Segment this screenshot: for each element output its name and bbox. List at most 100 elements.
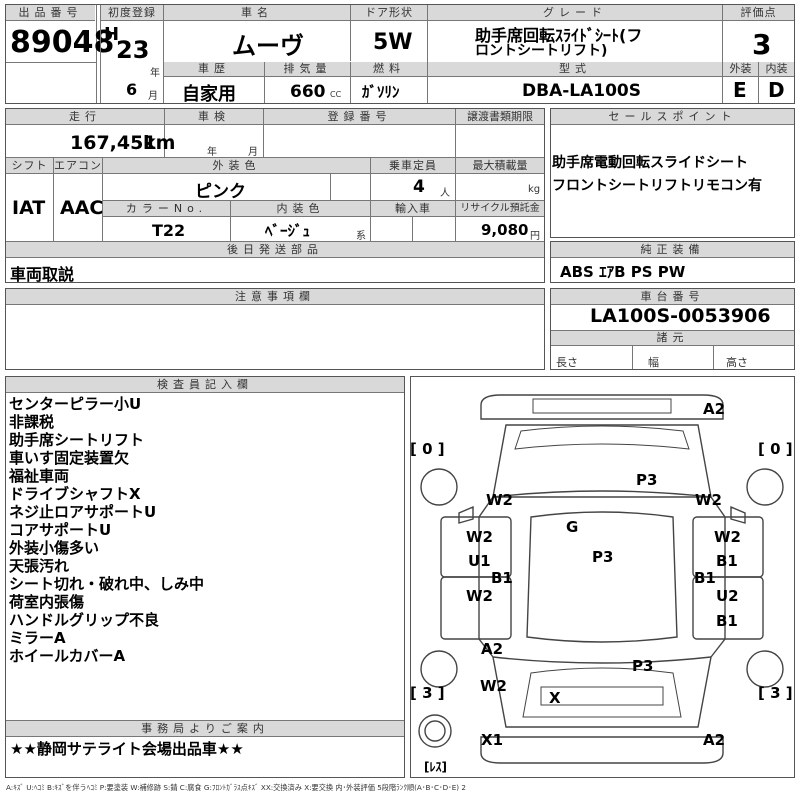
month-unit: 月	[148, 91, 158, 102]
mark-u2-r: U2	[716, 587, 739, 605]
inspector-note: ネジ止ロアサポートU	[9, 503, 157, 521]
interior-label: 内装	[759, 62, 794, 77]
mark-b1-rd: B1	[716, 552, 738, 570]
mark-spare: [ﾚｽ]	[424, 760, 447, 774]
mileage-label: 走行	[6, 109, 164, 125]
ac-label: エアコン	[54, 158, 102, 174]
mark-w2-lr: W2	[466, 587, 493, 605]
score: 3	[752, 28, 772, 61]
mark-w2-rr: W2	[480, 677, 507, 695]
length-label: 長さ	[556, 356, 578, 369]
later-parts-label: 後日発送部品	[6, 242, 544, 258]
mark-p3-roof: P3	[592, 548, 614, 566]
inspection-year-unit: 年	[207, 147, 217, 158]
transfer-label: 譲渡書類期限	[456, 109, 544, 125]
mileage-unit: km	[143, 132, 176, 154]
equipment: ABS ｴｱB PS PW	[560, 263, 686, 281]
height-label: 高さ	[726, 356, 748, 369]
ac: AAC	[60, 197, 104, 219]
model-name-label: 車名	[164, 5, 350, 21]
mark-bracket-br: [ 3 ]	[758, 684, 793, 702]
inspector-note: 荷室内張傷	[9, 593, 85, 611]
mark-a2-top: A2	[703, 400, 726, 418]
mark-x-bumper: X	[549, 689, 561, 707]
inspector-note: センターピラー小U	[9, 395, 142, 413]
dims-label: 諸元	[551, 331, 794, 346]
mark-b1-l: B1	[491, 569, 513, 587]
load-label: 最大積載量	[456, 158, 544, 174]
displacement: 660	[290, 82, 326, 102]
score-label: 評価点	[723, 5, 794, 21]
type-label: 型式	[428, 62, 722, 77]
grade-line2: ロントシートリフト)	[475, 43, 608, 59]
reg-no-label: 登録番号	[264, 109, 455, 125]
era: H	[104, 24, 120, 45]
interior-color-unit: 系	[356, 231, 366, 242]
interior-color-label: 内装色	[231, 201, 370, 217]
inspector-label: 検査員記入欄	[6, 377, 404, 393]
month: 6	[126, 80, 138, 99]
displacement-label: 排気量	[265, 62, 350, 77]
sales-point-line2: フロントシートリフトリモコン有	[552, 178, 762, 194]
mark-bracket-tl: [ 0 ]	[410, 440, 445, 458]
exterior-label: 外装	[723, 62, 758, 77]
color-no-label: カラーNo.	[103, 201, 230, 217]
capacity-unit: 人	[440, 188, 450, 199]
mark-w2-ld: W2	[466, 528, 493, 546]
inspector-note: 福祉車両	[9, 467, 70, 485]
mark-b1-rr: B1	[716, 612, 738, 630]
sales-point-line1: 助手席電動回転スライドシート	[552, 155, 748, 171]
grade-line1: 助手席回転ｽﾗｲﾄﾞｼｰﾄ(フ	[475, 26, 643, 45]
inspection-month-unit: 月	[248, 147, 258, 158]
inspector-note: シート切れ・破れ中、しみ中	[9, 575, 205, 593]
mark-p3-rear: P3	[632, 657, 654, 675]
inspector-note: ミラーA	[9, 629, 66, 647]
exterior-grade: E	[733, 78, 747, 102]
inspector-note: ホイールカバーA	[9, 647, 126, 665]
mark-u1-l: U1	[468, 552, 491, 570]
shift: IAT	[12, 197, 46, 219]
door: 5W	[373, 30, 413, 55]
history-label: 車歴	[164, 62, 264, 77]
color-no: T22	[152, 221, 186, 240]
inspector-note: コアサポートU	[9, 521, 112, 539]
chassis-label: 車台番号	[551, 289, 794, 305]
color: ピンク	[195, 182, 246, 202]
inspector-note: 外装小傷多い	[9, 539, 100, 557]
width-label: 幅	[648, 356, 659, 369]
fuel-label: 燃料	[351, 62, 427, 77]
history: 自家用	[182, 84, 236, 105]
mark-w2-fr: W2	[695, 491, 722, 509]
inspector-note: ハンドルグリップ不良	[9, 611, 160, 629]
mark-w2-rd: W2	[714, 528, 741, 546]
type: DBA-LA100S	[522, 81, 641, 101]
sales-point-block	[550, 108, 795, 238]
mark-p3-hood: P3	[636, 471, 658, 489]
mileage: 167,451	[70, 132, 157, 154]
mark-x1: X1	[481, 731, 504, 749]
recycle-label: リサイクル預託金	[456, 201, 544, 217]
displacement-unit: CC	[330, 90, 342, 99]
inspector-notes: センターピラー小U 非課税 助手席シートリフト 車いす固定装置欠 福祉車両 ドラ…	[9, 395, 399, 665]
year-unit: 年	[150, 68, 160, 79]
interior-grade: D	[768, 78, 785, 102]
fuel: ｶﾞｿﾘﾝ	[362, 83, 400, 101]
color-label: 外装色	[103, 158, 370, 174]
recycle: 9,080	[481, 221, 529, 239]
door-label: ドア形状	[351, 5, 427, 21]
mark-bracket-tr: [ 0 ]	[758, 440, 793, 458]
import-label: 輸入車	[371, 201, 455, 217]
damage-diagram	[410, 376, 795, 778]
later-parts: 車両取説	[10, 265, 75, 284]
year: 23	[116, 36, 150, 64]
first-reg-label: 初度登録	[101, 5, 163, 21]
office-message: ★★静岡サテライト会場出品車★★	[10, 740, 244, 758]
shift-label: シフト	[6, 158, 53, 174]
inspector-note: 天張汚れ	[9, 557, 70, 575]
office-label: 事務局よりご案内	[6, 721, 404, 737]
inspector-block	[5, 376, 405, 778]
mark-b1-r: B1	[694, 569, 716, 587]
mark-a2-rl: A2	[481, 640, 504, 658]
recycle-unit: 円	[530, 231, 540, 242]
mark-bracket-bl: [ 3 ]	[410, 684, 445, 702]
